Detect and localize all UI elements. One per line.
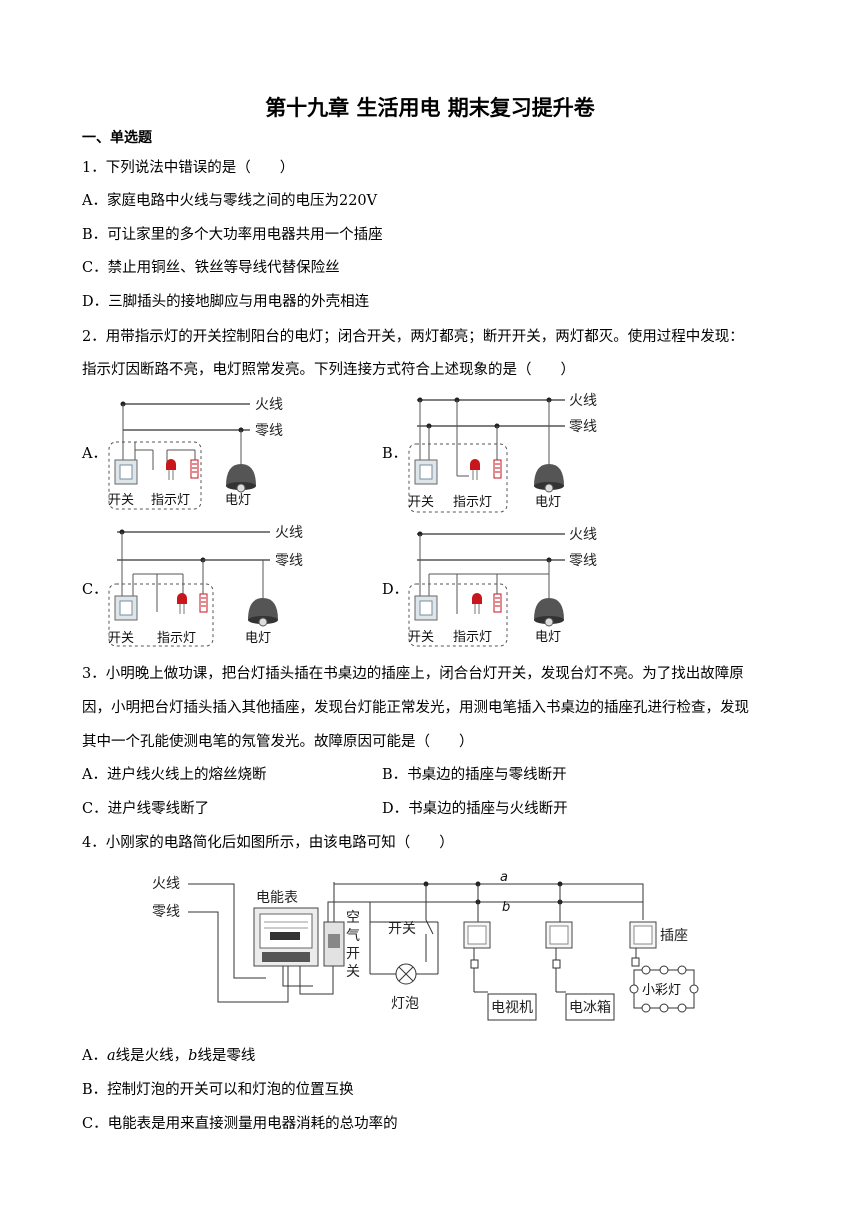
q3-option-d: D．书桌边的插座与火线断开	[382, 801, 568, 817]
switch-label: 开关	[108, 493, 134, 508]
q1-option-a: A．家庭电路中火线与零线之间的电压为220V	[82, 193, 378, 209]
q1-stem: 1．下列说法中错误的是（ ）	[82, 160, 295, 176]
indicator-led-icon	[166, 459, 199, 480]
q4-option-c: C．电能表是用来直接测量用电器消耗的总功率的	[82, 1116, 398, 1132]
lamp-label: 电灯	[225, 493, 251, 508]
wire-b-label: b	[502, 900, 510, 915]
circuit-diagram-b: 火线 零线 开关 指示灯 电灯	[408, 393, 597, 513]
bulb-icon	[395, 963, 417, 985]
meter-label: 电能表	[256, 890, 298, 906]
indicator-led-icon	[472, 593, 502, 614]
q2-option-b-label: B．	[382, 446, 408, 462]
q2-stem-line2: 指示灯因断路不亮，电灯照常发亮。下列连接方式符合上述现象的是（ ）	[82, 362, 575, 378]
neutral-wire-label: 零线	[255, 423, 283, 439]
bulb-label: 灯泡	[391, 996, 419, 1012]
household-circuit-diagram: 火线 零线 电能表 空 气 开 关 a b 开关	[152, 870, 699, 1021]
switch-label: 开关	[408, 630, 434, 645]
neutral-wire-label: 零线	[569, 419, 597, 435]
fridge-box	[565, 993, 615, 1021]
q4-option-a-var-b: b	[188, 1048, 198, 1064]
indicator-led-icon	[177, 593, 208, 614]
tv-box	[487, 993, 537, 1021]
q4-option-a: A．a线是火线，b线是零线	[82, 1046, 255, 1066]
section-heading: 一、单选题	[82, 130, 152, 146]
q2-option-c-label: C．	[82, 582, 108, 598]
q1-option-c: C．禁止用铜丝、铁丝等导线代替保险丝	[82, 260, 340, 276]
q4-option-a-text2: 线是零线	[197, 1048, 256, 1064]
q4-option-a-var-a: a	[106, 1048, 116, 1064]
live-wire-label: 火线	[152, 876, 180, 892]
live-wire-label: 火线	[255, 397, 283, 413]
q3-option-b: B．书桌边的插座与零线断开	[382, 767, 567, 783]
q4-option-a-text1: 线是火线，	[115, 1048, 189, 1064]
socket-label: 插座	[660, 928, 688, 944]
indicator-label: 指示灯	[151, 493, 190, 508]
lamp-icon	[226, 464, 256, 493]
electric-meter-icon	[253, 907, 319, 967]
tv-label: 电视机	[491, 1000, 533, 1016]
q3-option-c: C．进户线零线断了	[82, 801, 210, 817]
air-switch-char-1: 空	[346, 910, 360, 926]
lamp-label: 电灯	[245, 631, 271, 646]
switch-icon	[414, 595, 438, 621]
string-lights-label: 小彩灯	[642, 983, 681, 998]
neutral-wire-label: 零线	[152, 904, 180, 920]
q3-stem-line3: 其中一个孔能使测电笔的氖管发光。故障原因可能是（ ）	[82, 734, 474, 750]
air-switch-icon	[323, 882, 345, 967]
neutral-wire-label: 零线	[275, 553, 303, 569]
lamp-icon	[248, 598, 278, 627]
q3-option-a: A．进户线火线上的熔丝烧断	[82, 767, 267, 783]
q3-stem-line1: 3．小明晚上做功课，把台灯插头插在书桌边的插座上，闭合台灯开关，发现台灯不亮。为…	[82, 666, 744, 682]
socket-icon	[629, 921, 657, 967]
lamp-icon	[534, 598, 564, 627]
fridge-label: 电冰箱	[569, 1000, 611, 1016]
lamp-icon	[534, 464, 564, 493]
switch-label: 开关	[108, 631, 134, 646]
air-switch-char-3: 开	[346, 946, 360, 962]
lamp-label: 电灯	[535, 495, 561, 510]
string-lights-icon	[629, 965, 699, 1013]
circuit-diagram-d: 火线 零线 开关 指示灯 电灯	[408, 527, 597, 647]
q3-stem-line2: 因，小明把台灯插头插入其他插座，发现台灯能正常发光，用测电笔插入书桌边的插座孔进…	[82, 700, 749, 716]
q2-stem-line1: 2．用带指示灯的开关控制阳台的电灯；闭合开关，两灯都亮；断开开关，两灯都灭。使用…	[82, 329, 744, 345]
circuit-diagram-c: 火线 零线 开关 指示灯 电灯	[108, 525, 303, 647]
indicator-label: 指示灯	[157, 631, 196, 646]
switch-icon	[114, 595, 138, 621]
q1-option-d: D．三脚插头的接地脚应与用电器的外壳相连	[82, 294, 370, 310]
neutral-wire-label: 零线	[569, 553, 597, 569]
switch-label: 开关	[408, 495, 434, 510]
live-wire-label: 火线	[569, 527, 597, 543]
indicator-label: 指示灯	[453, 495, 492, 510]
socket-icon	[545, 884, 573, 993]
air-switch-char-4: 关	[346, 964, 360, 980]
live-wire-label: 火线	[569, 393, 597, 409]
live-wire-label: 火线	[275, 525, 303, 541]
wire-a-label: a	[500, 870, 508, 885]
q2-option-d-label: D．	[382, 582, 409, 598]
switch-icon	[414, 459, 438, 485]
socket-icon	[463, 884, 491, 993]
q2-option-a-label: A．	[82, 446, 107, 462]
page-title: 第十九章 生活用电 期末复习提升卷	[265, 96, 595, 120]
lamp-label: 电灯	[535, 630, 561, 645]
indicator-label: 指示灯	[453, 630, 492, 645]
q4-option-a-prefix: A．	[82, 1048, 107, 1064]
switch-label: 开关	[388, 921, 416, 937]
indicator-led-icon	[470, 459, 502, 480]
circuit-diagram-a: 火线 零线 开关 指示灯 电灯	[108, 397, 283, 510]
switch-icon	[114, 459, 138, 485]
q4-stem: 4．小刚家的电路简化后如图所示，由该电路可知（ ）	[82, 835, 454, 851]
q4-option-b: B．控制灯泡的开关可以和灯泡的位置互换	[82, 1082, 354, 1098]
air-switch-char-2: 气	[346, 928, 360, 944]
wall-switch-icon	[425, 884, 439, 974]
q1-option-b: B．可让家里的多个大功率用电器共用一个插座	[82, 227, 383, 243]
